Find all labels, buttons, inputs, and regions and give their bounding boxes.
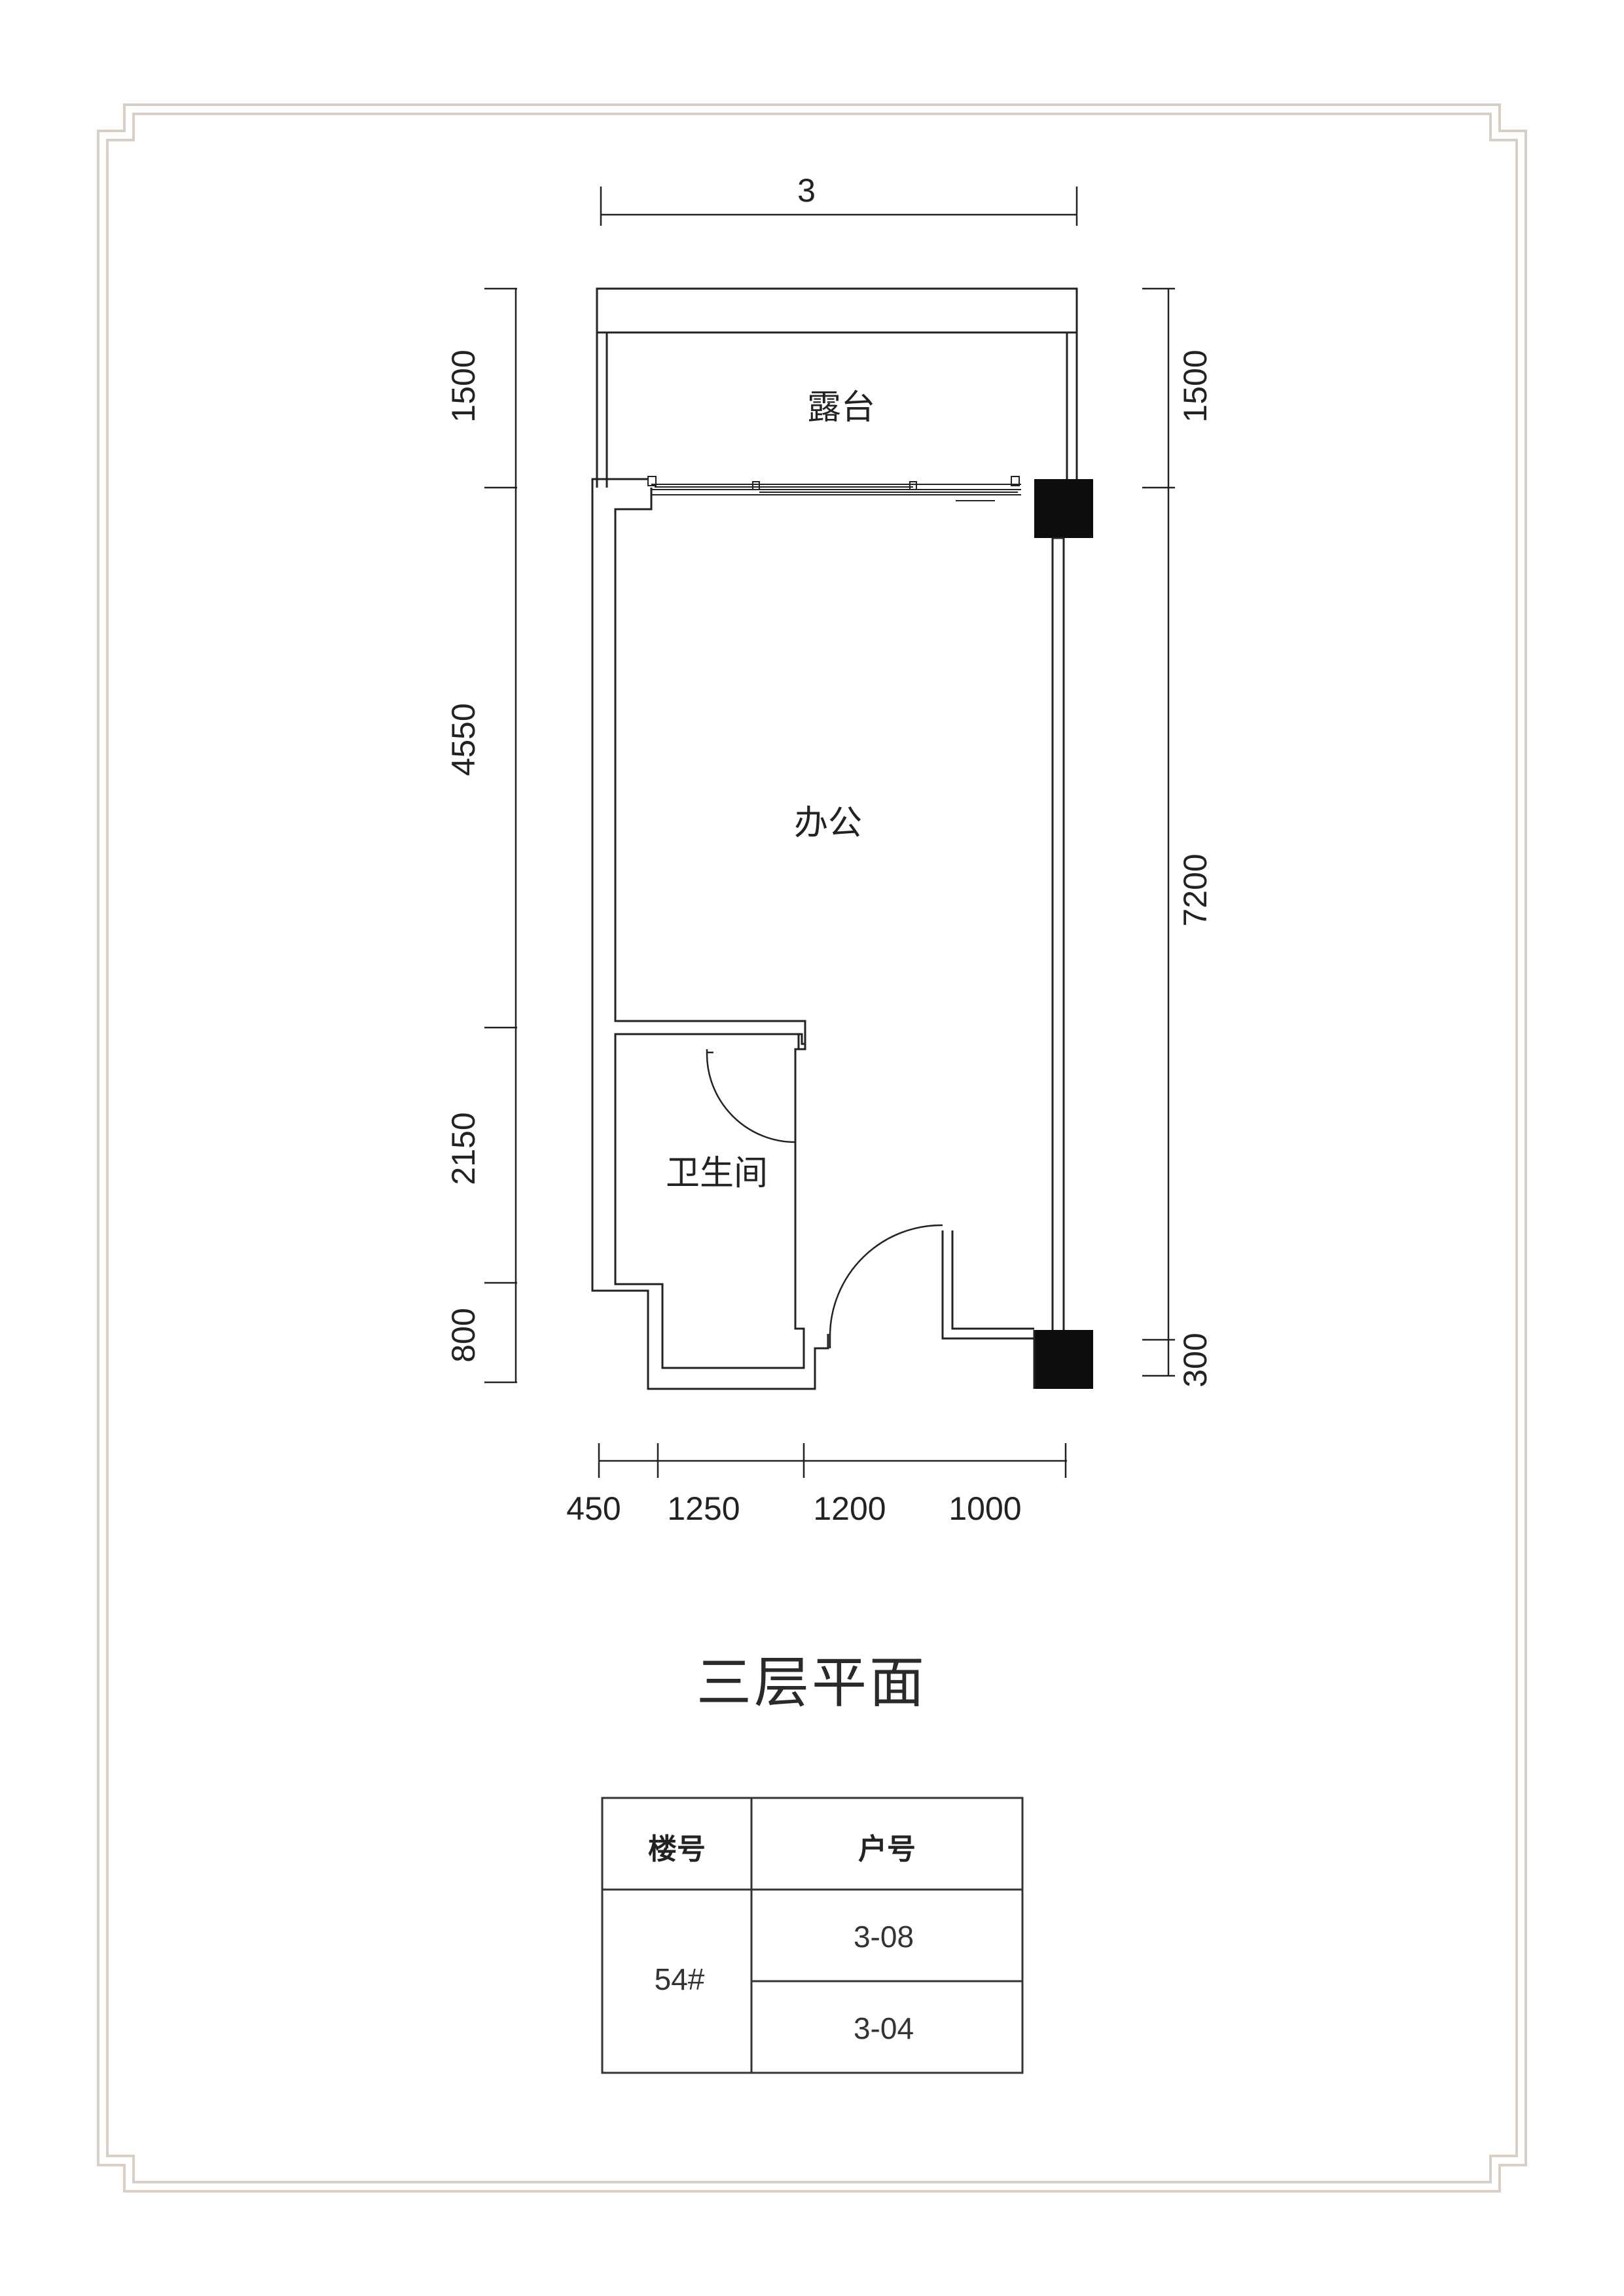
dim-bottom-2: 1250 xyxy=(667,1490,740,1527)
table-cell-unit-2: 3-04 xyxy=(854,2011,914,2045)
outer-wall-bottom-right xyxy=(941,1230,1034,1340)
decorative-frame xyxy=(97,103,1527,2193)
room-label-bathroom: 卫生间 xyxy=(666,1154,768,1193)
inner-wall-left xyxy=(614,488,806,1369)
room-label-office: 办公 xyxy=(794,804,862,843)
inner-wall-bottom-right xyxy=(951,1230,1034,1330)
dim-bottom-3: 1200 xyxy=(813,1490,886,1527)
dim-right-3: 300 xyxy=(1177,1333,1214,1387)
table-header-building: 楼号 xyxy=(648,1833,706,1866)
dim-right-1: 1500 xyxy=(1177,350,1214,422)
table-cell-building: 54# xyxy=(655,1962,705,1996)
dim-left-1: 1500 xyxy=(445,350,482,422)
table-header-unit: 户号 xyxy=(858,1833,916,1866)
dimension-lines xyxy=(484,187,1175,1478)
terrace-parapet xyxy=(596,287,1078,488)
dim-bottom-1: 450 xyxy=(566,1490,621,1527)
dim-top-width: 3 xyxy=(797,172,816,209)
outer-wall-left xyxy=(591,478,828,1390)
outer-wall xyxy=(591,478,1036,1390)
table-cell-unit-1: 3-08 xyxy=(854,1920,914,1954)
floor-plan xyxy=(591,287,1093,1390)
entrance-door xyxy=(829,1224,944,1348)
dim-bottom-4: 1000 xyxy=(948,1490,1021,1527)
dim-right-2: 7200 xyxy=(1177,853,1214,926)
dim-left-4: 800 xyxy=(445,1308,482,1362)
column-top-right xyxy=(1034,479,1093,538)
dim-left-2: 4550 xyxy=(445,703,482,776)
plan-title: 三层平面 xyxy=(696,1651,927,1715)
bathroom-wall-right xyxy=(794,1044,806,1142)
right-wall xyxy=(1051,537,1065,1330)
bathroom-door xyxy=(706,1049,796,1143)
room-label-terrace: 露台 xyxy=(807,388,875,427)
dim-left-3: 2150 xyxy=(445,1112,482,1185)
column-bottom-right xyxy=(1034,1330,1093,1389)
unit-table xyxy=(601,1797,1024,2074)
terrace-sliding-door xyxy=(647,476,1021,501)
